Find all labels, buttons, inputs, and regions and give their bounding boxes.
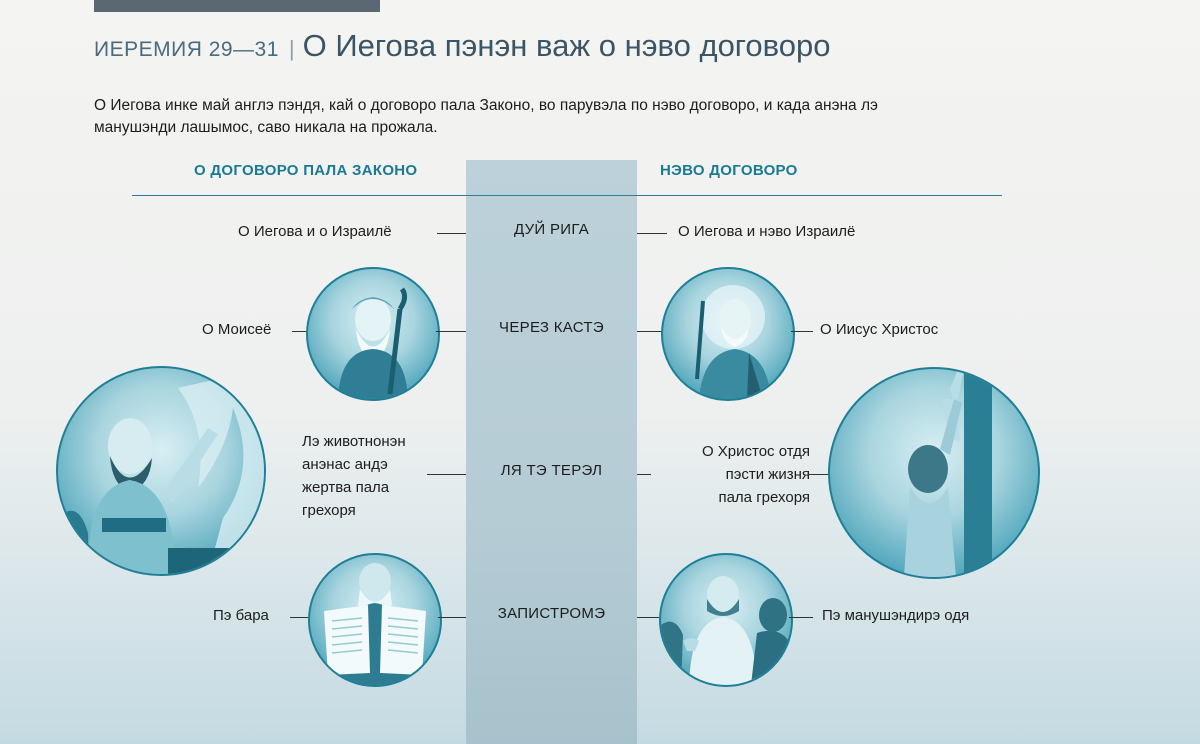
row3-right-line: О Христос отдя — [701, 443, 810, 460]
row4-left-label: Пэ бара — [213, 607, 269, 624]
row4-center-label: ЗАПИСТРОМЭ — [497, 605, 606, 622]
row2-right-label: О Иисус Христос — [820, 321, 939, 338]
row3-right-line: пэсти жизня — [725, 466, 810, 483]
row3-left-line: Лэ животнонэн — [302, 433, 406, 450]
page-title: О Иегова пэнэн важ о нэво договоро — [302, 28, 831, 63]
center-band — [466, 160, 637, 744]
animal-sacrifice-icon — [56, 366, 266, 576]
row2-right-connector-a — [637, 331, 663, 332]
left-column-header: О ДОГОВОРО ПАЛА ЗАКОНО — [194, 162, 418, 179]
row1-left-connector — [437, 233, 466, 234]
title-separator: | — [288, 36, 295, 61]
row3-left-connector — [427, 474, 466, 475]
jesus-portrait-icon — [661, 267, 795, 401]
jesus-on-stake-icon — [828, 367, 1040, 579]
row3-right-line: пала грехоря — [718, 489, 810, 506]
row3-center-label: ЛЯ ТЭ ТЕРЭЛ — [500, 462, 603, 479]
row4-left-connector-b — [438, 617, 466, 618]
row2-left-label: О Моисеё — [202, 321, 272, 338]
row4-right-connector-b — [789, 617, 813, 618]
row3-left-label: Лэ животнонэн анэнас андэ жертва пала гр… — [302, 430, 406, 522]
jesus-teaching-icon — [659, 553, 793, 687]
row2-right-connector-b — [791, 331, 813, 332]
row4-right-connector-a — [637, 617, 661, 618]
intro-text: О Иегова инке май англэ пэндя, кай о дог… — [94, 97, 878, 136]
row3-left-line: жертва пала — [302, 479, 390, 496]
top-accent-bar — [94, 0, 380, 12]
row1-right-label: О Иегова и нэво Израилё — [678, 223, 856, 240]
scripture-reference: ИЕРЕМИЯ 29—31 — [94, 38, 279, 61]
moses-portrait-icon — [306, 267, 440, 401]
row4-left-connector-a — [290, 617, 310, 618]
row4-right-label: Пэ манушэндирэ одя — [822, 607, 970, 624]
title-row: ИЕРЕМИЯ 29—31 | О Иегова пэнэн важ о нэв… — [94, 28, 831, 72]
row1-left-label: О Иегова и о Израилё — [238, 223, 392, 240]
row1-right-connector — [637, 233, 667, 234]
row3-right-connector-b — [808, 474, 830, 475]
stone-tablets-icon — [308, 553, 442, 687]
header-divider — [132, 195, 1002, 196]
row3-right-label: О Христос отдя пэсти жизня пала грехоря — [660, 440, 810, 509]
row2-left-connector-b — [436, 331, 466, 332]
right-column-header: НЭВО ДОГОВОРО — [660, 162, 798, 179]
row1-center-label: ДУЙ РИГА — [513, 221, 590, 238]
row3-left-line: грехоря — [302, 502, 356, 519]
row3-left-line: анэнас андэ — [302, 456, 388, 473]
row2-center-label: ЧЕРЕЗ КАСТЭ — [499, 319, 604, 336]
row2-left-connector-a — [292, 331, 308, 332]
row3-right-connector-a — [637, 474, 651, 475]
